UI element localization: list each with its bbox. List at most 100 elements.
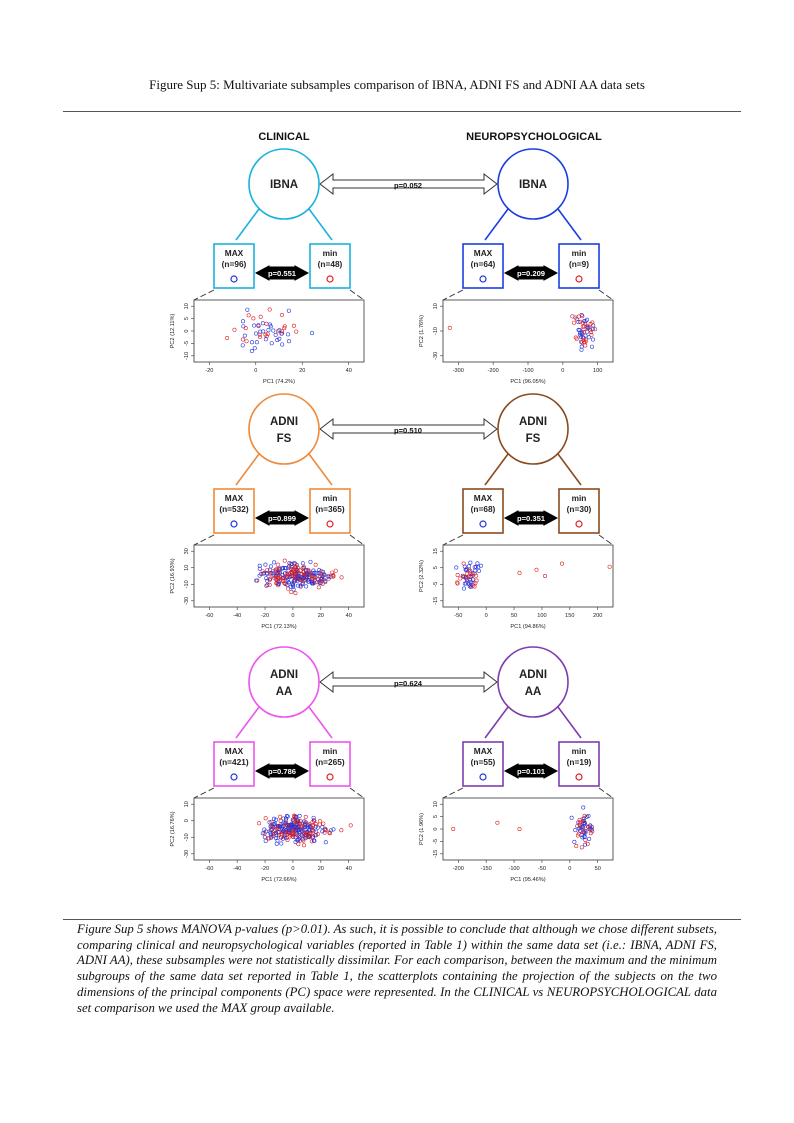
dataset-row-2: p=0.510ADNIFSMAX(n=532)min(n=365)p=0.899… <box>170 393 614 630</box>
max-point <box>323 826 328 831</box>
min-label: min <box>572 746 587 756</box>
min-point <box>246 313 251 318</box>
min-point <box>581 338 586 343</box>
max-point <box>267 820 272 825</box>
max-point <box>579 330 584 335</box>
max-point <box>474 564 479 569</box>
max-point <box>326 574 331 579</box>
min-point <box>570 314 575 319</box>
y-tick-label: -5 <box>433 582 439 587</box>
min-point <box>290 831 295 836</box>
min-point <box>534 567 539 572</box>
max-point <box>328 828 333 833</box>
min-point <box>267 571 272 576</box>
connector-line <box>235 706 260 739</box>
min-point <box>262 831 267 836</box>
max-point <box>306 823 311 828</box>
max-point <box>274 836 279 841</box>
min-point <box>265 331 270 336</box>
min-marker-icon <box>326 275 334 283</box>
dataset-subname: AA <box>276 686 293 698</box>
min-point <box>291 567 296 572</box>
connector-line <box>484 208 509 241</box>
min-point <box>272 831 277 836</box>
max-point <box>312 570 317 575</box>
max-point <box>580 835 585 840</box>
max-point <box>331 827 336 832</box>
max-point <box>286 826 291 831</box>
min-point <box>282 324 287 329</box>
dataset-subname: FS <box>277 433 292 445</box>
min-point <box>319 569 324 574</box>
y-axis-label: PC2 (16.93%) <box>170 558 176 593</box>
max-point <box>297 573 302 578</box>
zoom-dashed-line <box>349 534 365 546</box>
min-point <box>312 833 317 838</box>
max-marker-icon <box>479 275 487 283</box>
max-point <box>582 816 587 821</box>
min-point <box>310 576 315 581</box>
min-point <box>331 574 336 579</box>
min-point <box>579 845 584 850</box>
min-count: (n=19) <box>567 757 592 767</box>
max-point <box>265 578 270 583</box>
p-value-between: p=0.624 <box>394 679 423 688</box>
max-point <box>270 571 275 576</box>
min-point <box>607 564 612 569</box>
min-group-box <box>558 488 600 534</box>
min-point <box>317 579 322 584</box>
min-point <box>588 826 593 831</box>
max-point <box>576 320 581 325</box>
y-tick-label: 0 <box>433 827 439 830</box>
max-point <box>263 838 268 843</box>
min-point <box>257 335 262 340</box>
max-point <box>317 568 322 573</box>
min-point <box>282 581 287 586</box>
x-tick-label: -40 <box>233 866 241 872</box>
min-point <box>293 572 298 577</box>
min-point <box>317 822 322 827</box>
y-axis-label: PC2 (2.32%) <box>419 560 425 592</box>
x-axis-label: PC1 (95.46%) <box>510 877 545 883</box>
max-point <box>271 573 276 578</box>
max-point <box>287 564 292 569</box>
comparison-arrow <box>319 670 498 694</box>
min-point <box>282 326 287 331</box>
dataset-name: IBNA <box>519 179 547 191</box>
min-point <box>472 571 477 576</box>
min-point <box>593 327 598 332</box>
min-point <box>588 321 593 326</box>
max-point <box>582 319 587 324</box>
min-point <box>303 814 308 819</box>
max-point <box>266 328 271 333</box>
max-group-box <box>462 741 504 787</box>
scatter-points <box>225 307 315 354</box>
y-axis-label: PC2 (16.76%) <box>170 811 176 846</box>
min-group-box <box>558 243 600 289</box>
max-point <box>572 839 577 844</box>
y-tick-label: 0 <box>184 329 190 332</box>
min-count: (n=48) <box>318 259 343 269</box>
connector-line <box>484 453 509 486</box>
max-point <box>586 814 591 819</box>
max-label: MAX <box>474 248 493 258</box>
max-point <box>286 332 291 337</box>
p-value-subgroups: p=0.899 <box>268 514 296 523</box>
max-label: MAX <box>474 746 493 756</box>
min-point <box>251 316 256 321</box>
min-point <box>284 572 289 577</box>
max-point <box>308 559 313 564</box>
dataset-circle <box>248 393 320 465</box>
x-axis-label: PC1 (72.13%) <box>261 624 296 630</box>
max-group-box <box>462 243 504 289</box>
max-point <box>296 818 301 823</box>
max-point <box>280 342 285 347</box>
min-point <box>339 828 344 833</box>
scatter-points <box>454 560 612 591</box>
max-point <box>298 583 303 588</box>
min-point <box>316 585 321 590</box>
max-point <box>589 344 594 349</box>
max-point <box>268 324 273 329</box>
max-point <box>292 561 297 566</box>
